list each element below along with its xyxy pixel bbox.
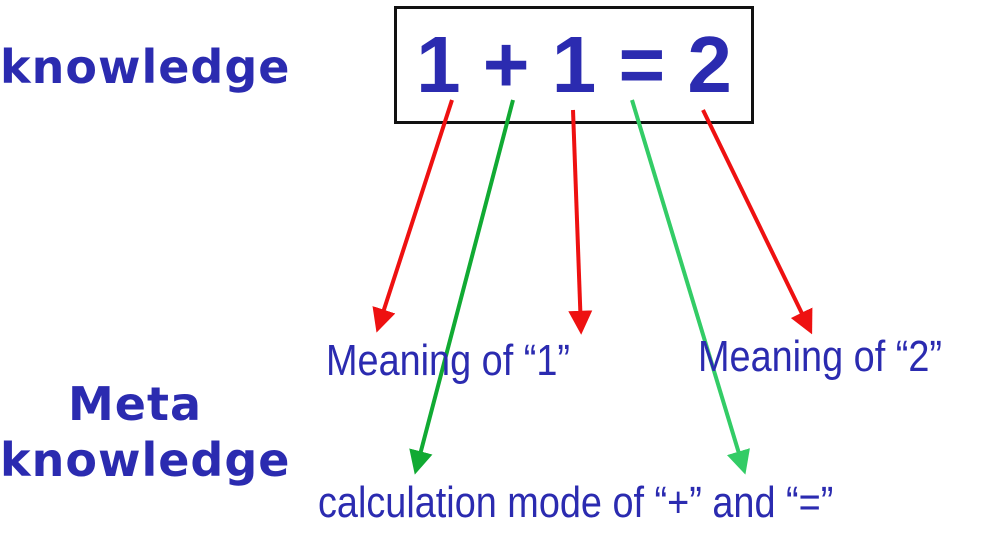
knowledge-label: knowledge	[0, 40, 291, 94]
meaning-of-2-label: Meaning of “2”	[698, 332, 942, 381]
meaning-of-1-label: Meaning of “1”	[326, 336, 570, 385]
equation-text: 1 + 1 = 2	[416, 20, 732, 109]
arrow-meaning-1-left	[372, 99, 454, 333]
meta-knowledge-line-2: knowledge	[0, 433, 291, 487]
arrow-meaning-1-right	[568, 109, 593, 335]
meta-knowledge-label: Meta knowledge	[0, 376, 291, 488]
arrow-equals-to-calculation	[630, 99, 750, 475]
arrow-meaning-2	[701, 109, 813, 335]
calculation-mode-label: calculation mode of “+” and “=”	[318, 478, 834, 527]
arrow-plus-to-calculation	[409, 99, 515, 475]
meta-knowledge-line-1: Meta	[67, 377, 202, 431]
